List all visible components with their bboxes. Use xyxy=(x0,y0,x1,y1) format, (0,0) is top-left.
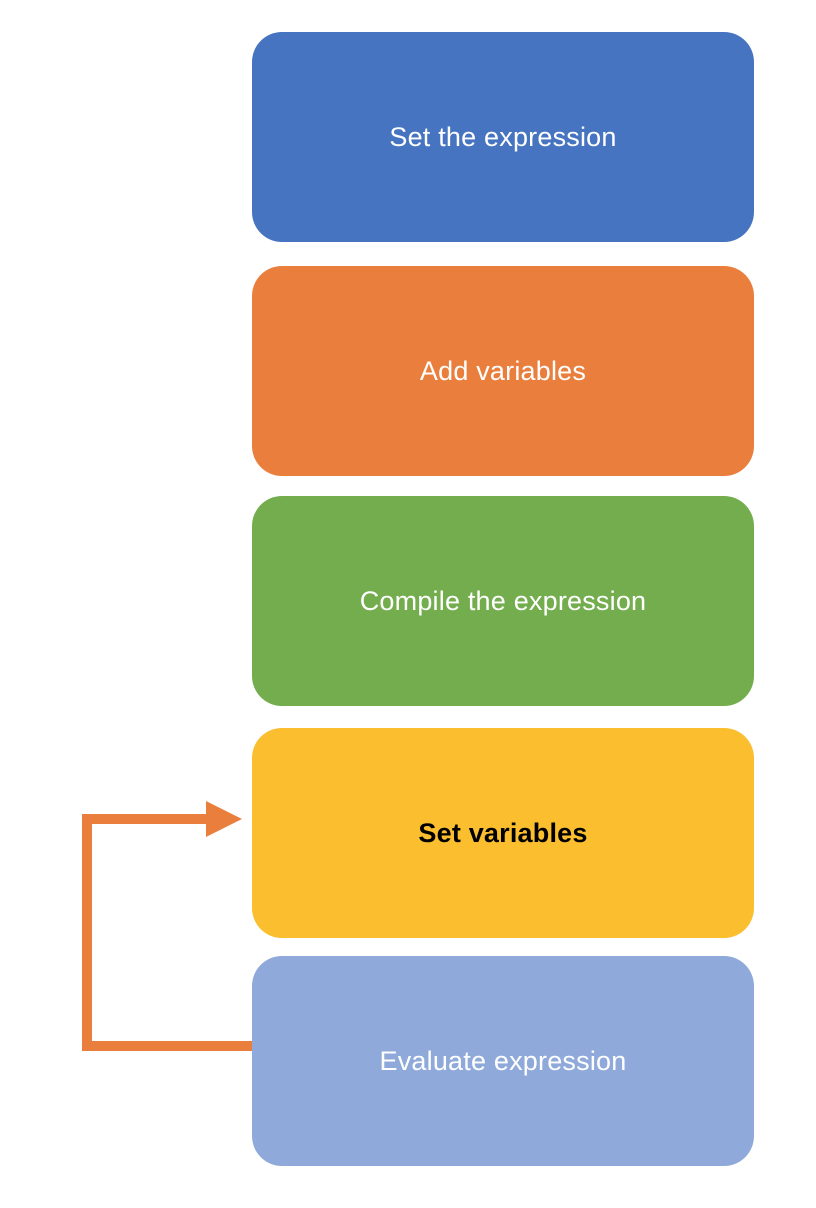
step-set-variables: Set variables xyxy=(252,728,754,938)
step-evaluate-expression: Evaluate expression xyxy=(252,956,754,1166)
arrow-head-icon xyxy=(206,801,242,837)
step-label: Set variables xyxy=(418,817,588,848)
step-compile-the-expression: Compile the expression xyxy=(252,496,754,706)
step-set-the-expression: Set the expression xyxy=(252,32,754,242)
step-label: Compile the expression xyxy=(359,585,647,616)
step-label: Add variables xyxy=(419,355,587,386)
step-label: Set the expression xyxy=(389,121,617,152)
step-label: Evaluate expression xyxy=(379,1045,627,1076)
step-add-variables: Add variables xyxy=(252,266,754,476)
loop-arrow-line xyxy=(82,814,252,1051)
